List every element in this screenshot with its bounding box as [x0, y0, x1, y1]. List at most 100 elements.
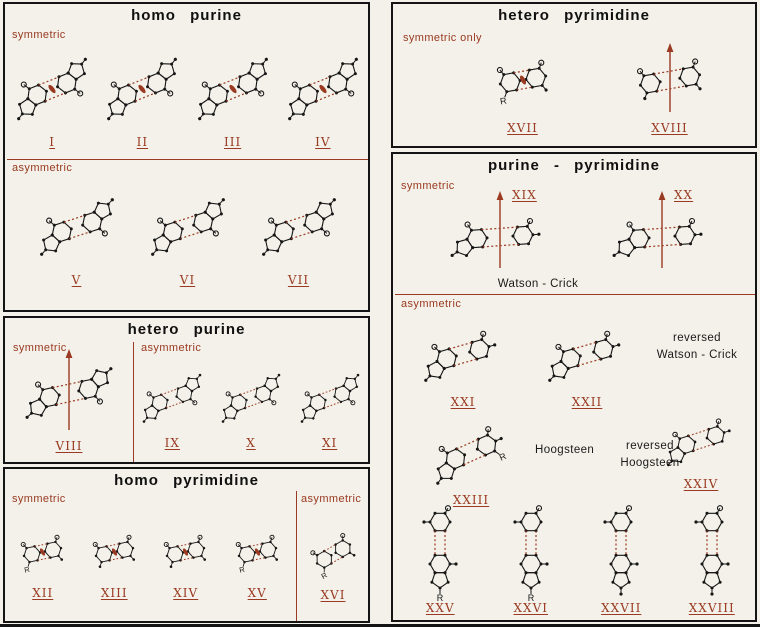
structure-numeral: VI	[179, 273, 196, 287]
base-pair-structure: IX	[136, 360, 208, 450]
base-pair-structure: XIX	[425, 188, 575, 276]
panel-hetero-purine: hetero purine symmetric VIII asymmetric …	[3, 316, 370, 464]
base-pair-drawing	[25, 349, 113, 430]
base-pair-structure: R XV	[223, 519, 292, 600]
panel-title-homo-pyrimidine: homo pyrimidine	[114, 472, 259, 489]
section-divider	[133, 342, 134, 462]
svg-text:R: R	[498, 451, 508, 463]
base-pair-structure: VIII	[25, 346, 113, 453]
asymmetric-label: asymmetric	[301, 493, 362, 505]
structure-numeral: XXIII	[452, 493, 490, 507]
base-pair-drawing	[143, 373, 202, 423]
base-pair-structure: IV	[279, 42, 367, 149]
structure-numeral: XI	[321, 436, 338, 450]
structure-numeral: XIV	[173, 586, 199, 600]
base-pair-drawing	[636, 43, 702, 112]
structure-row: R XVII XVIII	[449, 40, 743, 140]
structure-numeral: XV	[247, 586, 267, 600]
base-pair-drawing	[39, 198, 114, 256]
structure-numeral: VII	[287, 273, 310, 287]
base-pair-drawing	[450, 191, 541, 268]
panel-hetero-pyrimidine: hetero pyrimidine symmetric only R XVII XV…	[391, 2, 757, 148]
structure-row: R XXIII	[409, 412, 533, 508]
structure-numeral: XVI	[320, 588, 346, 602]
reversed-watson-crick-label: reversed Watson - Crick	[639, 330, 755, 363]
base-pair-drawing: R	[496, 59, 548, 107]
base-pair-structure: R XVI	[299, 521, 368, 602]
svg-text:R: R	[528, 593, 535, 603]
base-pair-drawing: R	[309, 533, 355, 581]
structure-numeral: XXV	[425, 601, 455, 615]
structure-numeral: XII	[32, 586, 54, 600]
asymmetric-label: asymmetric	[141, 342, 202, 354]
reversed-watson-crick-line1: reversed	[673, 332, 721, 344]
structure-numeral: VIII	[55, 439, 83, 453]
symmetric-label: symmetric	[13, 342, 67, 354]
structure-numeral: XIX	[512, 188, 537, 202]
structure-row: R XVI	[297, 521, 369, 619]
base-pair-drawing: R	[235, 534, 278, 575]
panel-homo-pyrimidine: homo pyrimidine symmetric R XII XIII XIV R XV…	[3, 467, 370, 623]
base-pair-drawing	[164, 534, 207, 569]
structure-numeral: IV	[315, 135, 331, 149]
structure-numeral: XXI	[450, 395, 476, 409]
section-divider	[296, 491, 297, 621]
base-pair-structure: R XII	[8, 519, 77, 600]
base-pair-structure: XXIV	[647, 404, 755, 491]
svg-text:R: R	[24, 565, 31, 575]
base-pair-structure: XIII	[80, 519, 149, 600]
base-pair-drawing	[150, 198, 225, 256]
base-pair-structure: VI	[144, 180, 232, 287]
base-pair-drawing	[694, 505, 730, 596]
structure-numeral: XVIII	[651, 121, 688, 135]
structure-numeral: XXVII	[601, 601, 642, 615]
symmetric-label: symmetric	[12, 29, 66, 41]
structure-row: XIX XX	[419, 188, 743, 280]
base-pair-structure: II	[98, 42, 186, 149]
structure-row: VIII	[9, 346, 129, 458]
structure-numeral: XVII	[507, 121, 538, 135]
base-pair-drawing	[221, 373, 281, 423]
base-pair-drawing	[424, 330, 497, 382]
structure-numeral: XXVIII	[688, 601, 735, 615]
base-pair-drawing	[261, 198, 336, 256]
svg-text:R: R	[319, 571, 328, 581]
structure-numeral: V	[71, 273, 82, 287]
hoogsteen-label: Hoogsteen	[535, 444, 595, 456]
symmetric-label: symmetric	[401, 180, 455, 192]
base-pair-structure: X	[215, 360, 287, 450]
reversed-hoogsteen-line1: reversed	[626, 440, 674, 452]
symmetric-label: symmetric	[12, 493, 66, 505]
base-pair-drawing: R	[422, 505, 458, 603]
reversed-hoogsteen-label: reversed Hoogsteen	[597, 438, 703, 471]
panel-title-hetero-pyrimidine: hetero pyrimidine	[498, 7, 650, 24]
structure-numeral: XXII	[571, 395, 603, 409]
structure-row: IX X XI	[133, 360, 369, 460]
structure-numeral: IX	[164, 436, 180, 450]
base-pair-drawing: R	[21, 534, 64, 575]
symmetric-only-label: symmetric only	[403, 32, 482, 44]
svg-text:R: R	[437, 593, 444, 603]
structure-numeral: XXVI	[513, 601, 548, 615]
panel-title-homo-purine: homo purine	[131, 7, 242, 24]
base-pair-structure: XXI	[403, 314, 523, 409]
base-pair-structure: VII	[255, 180, 343, 287]
base-pair-drawing	[107, 57, 178, 121]
base-pair-drawing	[603, 505, 639, 596]
base-pair-structure: XXVIII	[670, 498, 754, 615]
base-pair-structure: XXII	[527, 314, 647, 409]
structure-numeral: XX	[674, 188, 694, 202]
base-pair-structure: I	[8, 42, 96, 149]
section-divider	[7, 159, 368, 160]
base-pair-structure: R XVII	[481, 40, 565, 135]
base-pair-drawing	[197, 57, 268, 121]
base-pair-drawing	[92, 534, 135, 569]
structure-row: R XII XIII XIV R XV	[7, 519, 293, 619]
structure-row: V VI VII	[21, 180, 354, 290]
panel-title-purine-pyrimidine: purine - pyrimidine	[487, 157, 660, 174]
